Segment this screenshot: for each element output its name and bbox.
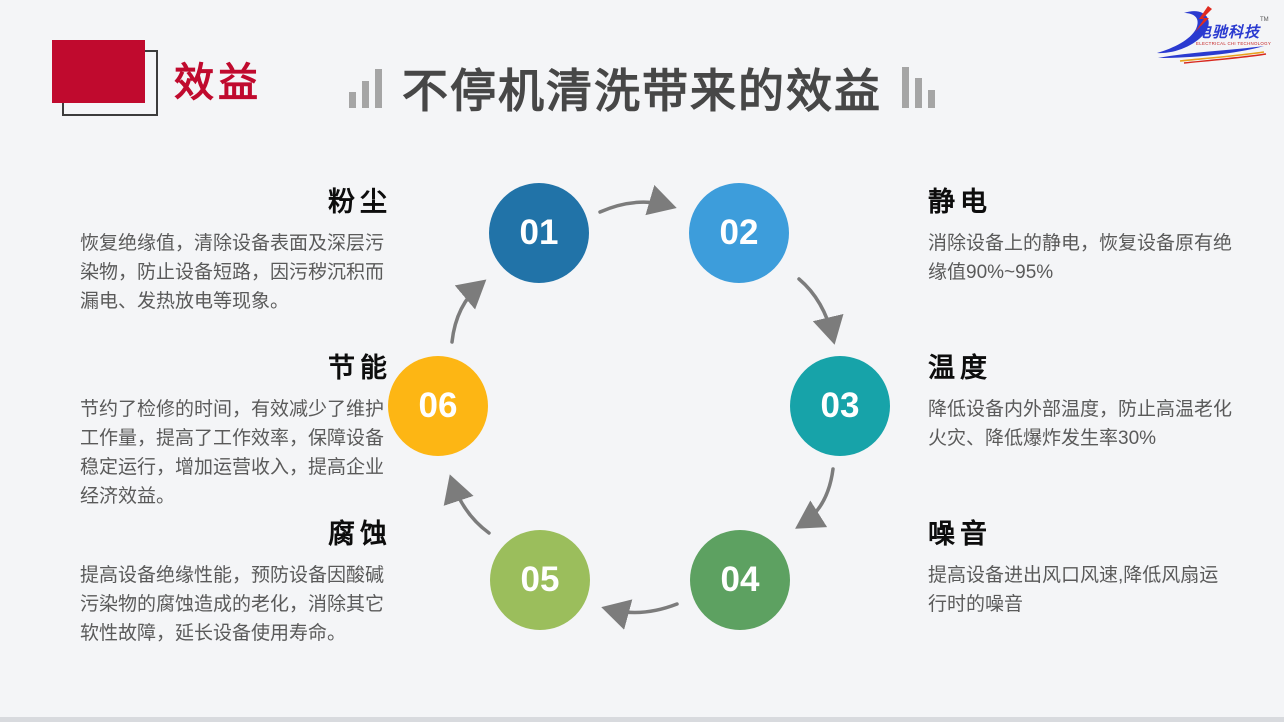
cycle-step-06: 06: [388, 356, 488, 456]
cycle-step-02: 02: [689, 183, 789, 283]
benefit-corrosion: 腐蚀 提高设备绝缘性能，预防设备因酸碱污染物的腐蚀造成的老化，消除其它软性故障，…: [80, 512, 392, 648]
benefit-title: 腐蚀: [328, 519, 392, 549]
benefit-body: 消除设备上的静电，恢复设备原有绝缘值90%~95%: [928, 233, 1233, 283]
step-number: 06: [418, 386, 458, 425]
signal-bars-right-icon: [902, 66, 935, 108]
step-number: 02: [719, 213, 759, 252]
benefit-body: 提高设备进出风口风速,降低风扇运行时的噪音: [928, 565, 1219, 615]
slide-bottom-edge: [0, 717, 1284, 722]
step-number: 03: [820, 386, 860, 425]
benefit-body: 降低设备内外部温度，防止高温老化火灾、降低爆炸发生率30%: [928, 399, 1233, 449]
signal-bars-left-icon: [349, 68, 382, 108]
logo-tm: TM: [1260, 17, 1269, 23]
arrow-02-03: [797, 277, 844, 345]
benefit-body: 恢复绝缘值，清除设备表面及深层污染物，防止设备短路，因污秽沉积而漏电、发热放电等…: [80, 233, 385, 312]
logo-brand-text: 电驰科技: [1196, 24, 1261, 41]
corner-title: 效益: [174, 61, 262, 105]
benefit-temperature: 温度 降低设备内外部温度，防止高温老化火灾、降低爆炸发生率30%: [928, 346, 1233, 453]
benefit-energy-saving: 节能 节约了检修的时间，有效减少了维护工作量，提高了工作效率，保障设备稳定运行，…: [80, 346, 392, 511]
arrow-05-06: [443, 474, 491, 535]
cycle-step-05: 05: [490, 530, 590, 630]
benefit-dust: 粉尘 恢复绝缘值，清除设备表面及深层污染物，防止设备短路，因污秽沉积而漏电、发热…: [80, 180, 392, 316]
benefit-title: 温度: [928, 353, 992, 383]
benefit-body: 节约了检修的时间，有效减少了维护工作量，提高了工作效率，保障设备稳定运行，增加运…: [80, 399, 385, 507]
logo-underline-warm: [1179, 51, 1265, 62]
benefit-noise: 噪音 提高设备进出风口风速,降低风扇运行时的噪音: [928, 512, 1233, 619]
arrow-04-05: [601, 599, 679, 630]
benefit-title: 静电: [928, 187, 992, 217]
logo-underline-blue: [1158, 46, 1264, 58]
arrow-06-01: [450, 279, 487, 344]
benefit-title: 节能: [328, 353, 392, 383]
title-row: 不停机清洗带来的效益: [0, 66, 1284, 117]
benefit-title: 噪音: [928, 519, 992, 549]
logo-tagline: ELECTRICAL CHI TECHNOLOGY: [1196, 41, 1271, 46]
cycle-step-04: 04: [690, 530, 790, 630]
arrow-03-04: [795, 467, 835, 529]
step-number: 05: [520, 560, 560, 599]
cycle-step-03: 03: [790, 356, 890, 456]
benefit-static: 静电 消除设备上的静电，恢复设备原有绝缘值90%~95%: [928, 180, 1233, 287]
benefit-title: 粉尘: [328, 187, 392, 217]
badge-red-square: [52, 40, 145, 103]
step-number: 01: [519, 213, 559, 252]
company-logo: 电驰科技 TM ELECTRICAL CHI TECHNOLOGY: [1157, 6, 1271, 64]
lightning-bolt-icon: [1195, 6, 1212, 32]
logo-underline-red: [1183, 53, 1267, 64]
benefit-body: 提高设备绝缘性能，预防设备因酸碱污染物的腐蚀造成的老化，消除其它软性故障，延长设…: [80, 565, 385, 644]
step-number: 04: [720, 560, 760, 599]
arrow-01-02: [598, 184, 677, 216]
page-title: 不停机清洗带来的效益: [402, 65, 882, 117]
cycle-step-01: 01: [489, 183, 589, 283]
